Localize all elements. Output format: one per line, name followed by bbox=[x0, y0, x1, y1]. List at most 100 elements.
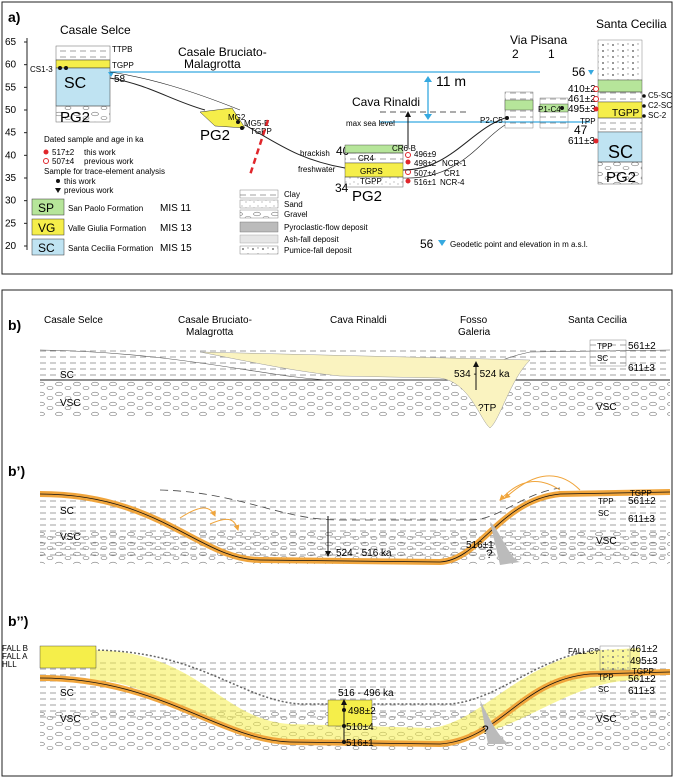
this-sample-dot bbox=[593, 106, 599, 112]
sample-dot bbox=[240, 126, 244, 130]
this-sample-dot bbox=[405, 159, 411, 165]
label-age510-bpp: 510±4 bbox=[346, 722, 374, 733]
legend-sc: SC bbox=[38, 241, 55, 255]
vp1-column bbox=[539, 97, 569, 129]
site-malagrotta: Malagrotta bbox=[184, 57, 241, 71]
label-age-range-bp: 524 - 516 ka bbox=[336, 548, 392, 559]
label-vsc-bp-right: VSC bbox=[596, 536, 617, 547]
label-vsc-bpp-right: VSC bbox=[596, 714, 617, 725]
vg-center-bpp bbox=[327, 699, 373, 727]
correlation-line bbox=[402, 117, 506, 171]
cava-rinaldi-column bbox=[344, 144, 404, 188]
pumice-swatch bbox=[239, 245, 279, 255]
legend-age-ex2: 507±4 bbox=[52, 157, 75, 166]
panel-a-frame bbox=[1, 1, 673, 275]
label-p1c4: P1-C4 bbox=[538, 105, 561, 114]
dashed-surface bbox=[159, 487, 561, 521]
label-sc-b-right: SC bbox=[597, 354, 608, 363]
sc-layer bbox=[55, 67, 111, 107]
arrow-up-icon bbox=[424, 76, 432, 82]
vp1-sp bbox=[539, 103, 569, 113]
legend-pumice: Pumice-fall deposit bbox=[284, 246, 352, 255]
this-sample-dot bbox=[593, 138, 599, 144]
label-tgpp2: TGPP bbox=[250, 127, 272, 136]
label-pg2-c: PG2 bbox=[352, 188, 382, 205]
label-age611-b: 611±3 bbox=[628, 363, 655, 374]
label-vsc-b-left: VSC bbox=[60, 398, 81, 409]
label-vp1: 1 bbox=[548, 47, 555, 61]
site-cava-rinaldi: Cava Rinaldi bbox=[352, 95, 420, 109]
correlation-line bbox=[109, 77, 206, 111]
label-freshwater: freshwater bbox=[298, 165, 336, 174]
label-tpp-b: TPP bbox=[597, 342, 613, 351]
pyro-deposit-bpp bbox=[480, 700, 510, 744]
y-tick-label: 60 bbox=[5, 60, 17, 71]
sand-swatch bbox=[239, 199, 279, 209]
label-sc: SC bbox=[64, 75, 86, 92]
sample-dot bbox=[236, 120, 240, 124]
label-age611-bpp: 611±3 bbox=[628, 686, 655, 697]
label-age461-bpp: 461±2 bbox=[630, 644, 658, 655]
y-tick-label: 20 bbox=[5, 241, 17, 252]
orange-outline-bpp bbox=[39, 671, 671, 745]
label-cs13: CS1-3 bbox=[30, 65, 53, 74]
orange-layer-outline bbox=[39, 491, 671, 563]
vg-swatch bbox=[31, 218, 65, 236]
legend-dated-title: Dated sample and age in ka bbox=[44, 135, 144, 144]
prev-sample-dot bbox=[593, 86, 599, 92]
panel-b-frame bbox=[1, 289, 673, 777]
label-pg2-d: PG2 bbox=[606, 169, 636, 186]
right-column-bpp bbox=[599, 645, 631, 671]
label-age516: 516±1 bbox=[414, 178, 437, 187]
vp2-sp bbox=[504, 99, 534, 111]
clay-layer bbox=[55, 45, 111, 61]
site-casale-selce: Casale Selce bbox=[60, 23, 131, 37]
label-ncr1: NCR-1 bbox=[442, 159, 467, 168]
legend-vg: VG bbox=[38, 221, 55, 235]
label-q-bpp: ? bbox=[482, 723, 489, 737]
legend-sp-name: San Paolo Formation bbox=[68, 204, 143, 213]
panel-b: b) Casale Selce Casale Bruciato- Malagro… bbox=[8, 315, 671, 429]
legend-vg-mis: MIS 13 bbox=[160, 223, 192, 234]
label-hll: HLL bbox=[2, 660, 17, 669]
legend-age-ex: 517±2 bbox=[52, 148, 75, 157]
label-mg5e: MG5-E bbox=[244, 119, 269, 128]
label-age611: 611±3 bbox=[568, 136, 595, 147]
y-tick-label: 30 bbox=[5, 196, 17, 207]
site-cava-rinaldi-b: Cava Rinaldi bbox=[330, 315, 387, 326]
label-q-bp: ? bbox=[486, 547, 493, 561]
label-p2c5: P2-C5 bbox=[480, 116, 503, 125]
legend-sc-name: Santa Cecilia Formation bbox=[68, 244, 153, 253]
label-tp: ?TP bbox=[478, 403, 497, 414]
y-tick-label: 65 bbox=[5, 37, 17, 48]
y-tick-label: 55 bbox=[5, 82, 17, 93]
pyro-swatch bbox=[239, 221, 279, 233]
correlation-line bbox=[109, 71, 241, 111]
site-casale-bruciato-b: Casale Bruciato- bbox=[178, 315, 252, 326]
label-age561-b: 561±2 bbox=[628, 341, 656, 352]
label-c2sc: C2-SC bbox=[648, 101, 672, 110]
site-malagrotta-b: Malagrotta bbox=[186, 327, 234, 338]
label-sc2: SC-2 bbox=[648, 111, 667, 120]
sample-dot bbox=[642, 94, 646, 98]
label-fall-c: FALL C? bbox=[568, 647, 599, 656]
site-casale-bruciato: Casale Bruciato- bbox=[178, 45, 267, 59]
legend-geo-text: Geodetic point and elevation in m a.s.l. bbox=[450, 240, 588, 249]
geodetic-point-icon bbox=[438, 240, 446, 246]
sc-swatch bbox=[31, 238, 65, 256]
flow-arrow bbox=[504, 475, 581, 499]
geodetic-point-icon bbox=[588, 70, 594, 75]
flow-arrow bbox=[179, 507, 216, 519]
label-elev56: 56 bbox=[572, 65, 586, 79]
label-max-sea-level: max sea level bbox=[346, 119, 395, 128]
legend-clay: Clay bbox=[284, 190, 300, 199]
legend-sp: SP bbox=[38, 201, 54, 215]
correlation-line bbox=[244, 124, 346, 169]
panel-bpp-label: b’’) bbox=[8, 613, 28, 629]
sp-swatch bbox=[31, 198, 65, 216]
label-vsc-bp-left: VSC bbox=[60, 532, 81, 543]
legend-prev-work: previous work bbox=[84, 157, 134, 166]
site-santa-cecilia: Santa Cecilia bbox=[596, 17, 667, 31]
